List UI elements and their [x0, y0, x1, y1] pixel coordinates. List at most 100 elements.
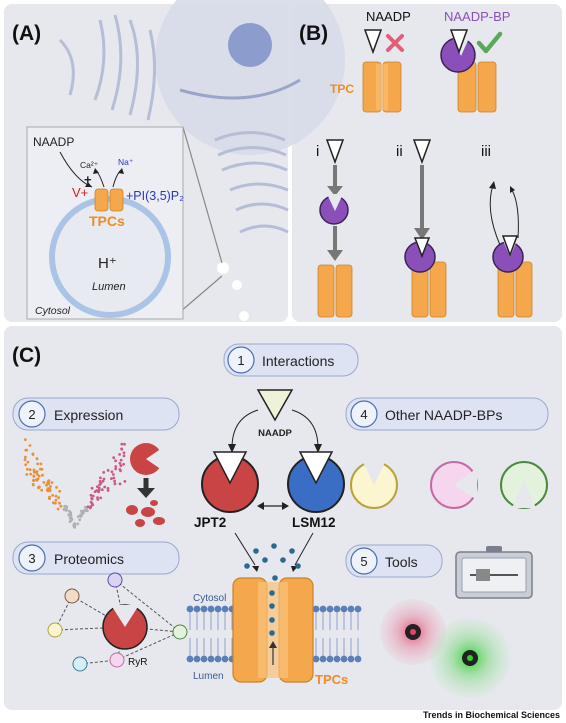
lipid-head	[214, 655, 222, 663]
naadp-label: NAADP	[258, 428, 292, 439]
model-iii	[489, 181, 533, 318]
arrow	[294, 532, 314, 566]
lipid-head	[221, 655, 229, 663]
ion-dot	[269, 617, 275, 623]
volcano-dot	[24, 438, 27, 441]
volcano-dot	[103, 485, 107, 489]
volcano-dot	[23, 458, 27, 462]
nucleolus-shape	[228, 23, 272, 67]
other-bp-pink	[430, 461, 478, 509]
volcano-dot	[113, 482, 117, 486]
vesicle	[217, 262, 229, 274]
tpc-label: TPC	[330, 82, 354, 96]
panel-a: NAADP Ca²⁺ Na⁺ + V+ +PI(3,5)P₂ TPCs H⁺ L…	[12, 0, 345, 321]
volcano-dot	[118, 461, 122, 465]
volcano-dot	[65, 508, 68, 512]
other-bp-yellow	[350, 460, 398, 509]
volcano-dot	[120, 442, 124, 446]
volcano-dot	[48, 495, 51, 499]
volcano-dot	[35, 457, 39, 461]
ion-dot	[271, 543, 277, 549]
ion-dot	[269, 630, 275, 636]
tpcs-label: TPCs	[315, 672, 348, 687]
volcano-dot	[110, 477, 113, 480]
item-tools: 5 Tools	[345, 544, 443, 578]
lipid-head	[340, 655, 348, 663]
lipid-head	[347, 605, 355, 613]
model-i-label: i	[316, 143, 319, 160]
volcano-dot	[65, 505, 69, 509]
volcano-dot	[123, 442, 126, 446]
panel-c: (C) 1 Interactions 2 Expression 3 Proteo…	[12, 343, 549, 698]
lipid-head	[326, 655, 334, 663]
volcano-dot	[32, 468, 36, 472]
volcano-dot	[122, 462, 125, 466]
lipid-head	[207, 655, 215, 663]
proton-label: H⁺	[98, 255, 117, 272]
nuclear-envelope	[179, 78, 301, 100]
volcano-dot	[32, 475, 36, 478]
v-plus-label: V+	[72, 185, 88, 200]
lipid-head	[333, 605, 341, 613]
er-membranes	[58, 14, 156, 121]
volcano-dot	[101, 479, 105, 483]
volcano-dot	[54, 494, 58, 498]
volcano-dot	[91, 503, 95, 507]
volcano-dot	[58, 501, 61, 505]
proteomics-network	[47, 572, 188, 672]
volcano-dot	[118, 468, 122, 471]
check-icon	[476, 31, 503, 54]
volcano-dot	[39, 462, 43, 466]
ions	[244, 543, 301, 636]
plus-sign: +	[84, 172, 92, 187]
volcano-dot	[24, 455, 27, 459]
volcano-dot	[46, 481, 50, 485]
naadp-triangle	[449, 29, 469, 55]
volcano-dot	[119, 464, 123, 468]
volcano-dot	[97, 486, 101, 490]
ion-dot	[269, 590, 275, 596]
volcano-dot	[99, 476, 102, 480]
volcano-dot	[69, 517, 73, 520]
volcano-dot	[51, 494, 54, 497]
volcano-dot	[80, 513, 84, 517]
naadp-label: NAADP	[366, 9, 411, 24]
lsm12-label: LSM12	[292, 515, 336, 530]
volcano-dot	[47, 479, 51, 482]
volcano-dot	[50, 481, 54, 484]
volcano-dot	[122, 454, 126, 458]
volcano-dot	[32, 479, 35, 483]
golgi-stacks	[214, 131, 289, 234]
ca-ion-label: Ca²⁺	[80, 160, 99, 170]
volcano-dot	[96, 496, 99, 500]
volcano-dot	[112, 456, 116, 460]
volcano-dot	[78, 518, 82, 522]
model-ii	[404, 139, 447, 318]
item-interactions: 1 Interactions	[223, 343, 359, 377]
volcano-dot	[102, 477, 106, 481]
lipid-head	[200, 605, 208, 613]
volcano-dot	[89, 500, 93, 504]
tpcs-label: TPCs	[89, 213, 125, 229]
volcano-dot	[114, 459, 117, 463]
zoom-line	[182, 126, 223, 264]
volcano-dot	[45, 483, 48, 487]
volcano-dot	[28, 444, 32, 447]
lipid-head	[354, 605, 362, 613]
volcano-dot	[56, 507, 60, 511]
lipid-head	[214, 605, 222, 613]
panel-a-label: (A)	[12, 22, 41, 45]
item-number: 4	[360, 407, 367, 422]
ion-dot	[280, 557, 286, 563]
volcano-dot	[106, 469, 110, 472]
volcano-dot	[54, 498, 58, 502]
volcano-dot	[123, 480, 127, 483]
cytosol-label: Cytosol	[193, 593, 226, 604]
item-number: 2	[28, 407, 35, 422]
volcano-dot	[76, 515, 80, 518]
naadp-triangle	[363, 29, 383, 55]
lsm12-protein	[287, 451, 345, 513]
volcano-dot	[31, 483, 35, 487]
panel-c-label: (C)	[12, 344, 41, 367]
volcano-dot	[24, 463, 28, 467]
